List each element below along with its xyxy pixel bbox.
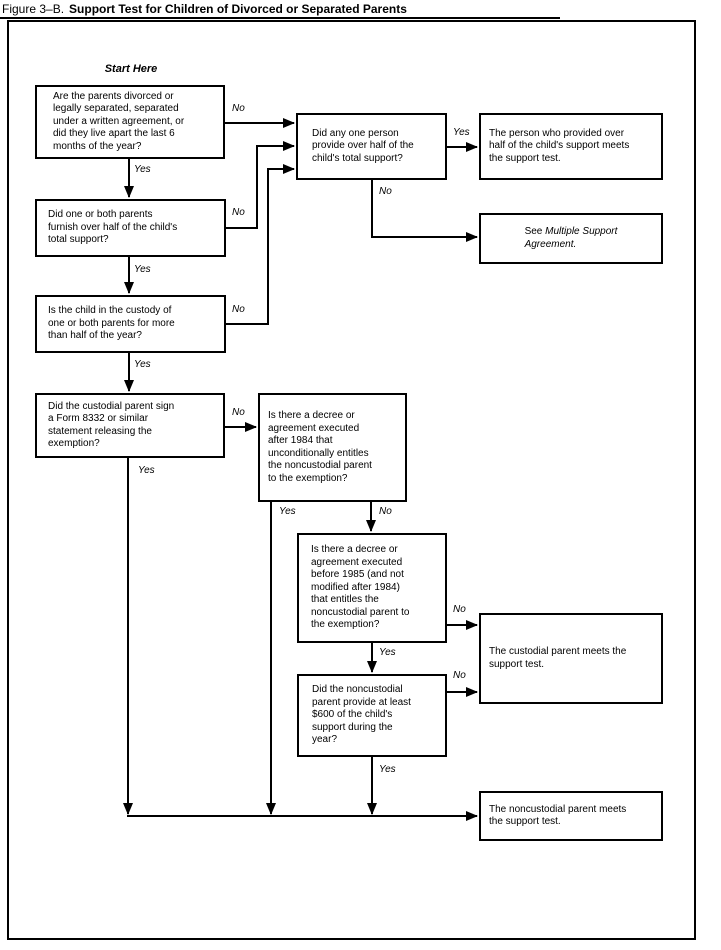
figure-title: Figure 3–B. Support Test for Children of …: [2, 2, 407, 16]
node-text: Is the child in the custody of one or bo…: [48, 305, 175, 342]
node-question-one-person-half-support: Did any one person provide over half of …: [296, 113, 447, 180]
node-result-custodial-meets-test: The custodial parent meets the support t…: [479, 613, 663, 704]
label-divorced-no: No: [232, 103, 245, 114]
node-text: See Multiple Support Agreement.: [525, 226, 618, 251]
node-text: Did the noncustodial parent provide at l…: [312, 684, 411, 746]
label-after1984-no: No: [379, 506, 392, 517]
node-text: Is there a decree or agreement executed …: [268, 410, 372, 484]
node-result-person-provided-meets-test: The person who provided over half of the…: [479, 113, 663, 180]
node-question-custody-half-year: Is the child in the custody of one or bo…: [35, 295, 226, 353]
node-question-600-dollars-support: Did the noncustodial parent provide at l…: [297, 674, 447, 757]
node-question-parents-furnish-half: Did one or both parents furnish over hal…: [35, 199, 226, 257]
node-question-decree-before-1985: Is there a decree or agreement executed …: [297, 533, 447, 643]
start-here-label: Start Here: [104, 63, 158, 75]
label-custody-no: No: [232, 304, 245, 315]
node-text: The custodial parent meets the support t…: [489, 646, 627, 670]
label-furnish-yes: Yes: [134, 264, 151, 275]
node-text: Is there a decree or agreement executed …: [311, 544, 410, 631]
figure-number: Figure 3–B.: [2, 2, 65, 16]
label-before1985-no: No: [453, 604, 466, 615]
label-before1985-yes: Yes: [379, 647, 396, 658]
figure-caption: Support Test for Children of Divorced or…: [69, 2, 407, 16]
label-onehalf-yes: Yes: [453, 127, 470, 138]
node-result-noncustodial-meets-test: The noncustodial parent meets the suppor…: [479, 791, 663, 841]
multiple-support-agreement-ref: Multiple Support Agreement.: [524, 226, 618, 250]
label-divorced-yes: Yes: [134, 164, 151, 175]
label-form8332-no: No: [232, 407, 245, 418]
node-text: Did one or both parents furnish over hal…: [48, 209, 178, 246]
label-furnish-no: No: [232, 207, 245, 218]
node-question-form-8332: Did the custodial parent sign a Form 833…: [35, 393, 225, 458]
node-text: Are the parents divorced or legally sepa…: [53, 90, 185, 152]
node-question-divorced: Are the parents divorced or legally sepa…: [35, 85, 225, 159]
label-after1984-yes: Yes: [279, 506, 296, 517]
label-600-yes: Yes: [379, 764, 396, 775]
node-text: The noncustodial parent meets the suppor…: [489, 803, 627, 828]
node-result-see-multiple-support-agreement: See Multiple Support Agreement.: [479, 213, 663, 264]
label-custody-yes: Yes: [134, 359, 151, 370]
see-prefix: See: [524, 226, 546, 237]
label-form8332-yes: Yes: [138, 465, 155, 476]
node-text: Did any one person provide over half of …: [312, 127, 414, 164]
node-text: The person who provided over half of the…: [489, 127, 630, 164]
node-question-decree-after-1984: Is there a decree or agreement executed …: [258, 393, 407, 502]
node-text: Did the custodial parent sign a Form 833…: [48, 400, 175, 450]
label-600-no: No: [453, 670, 466, 681]
label-onehalf-no: No: [379, 186, 392, 197]
title-rule: [0, 17, 560, 19]
